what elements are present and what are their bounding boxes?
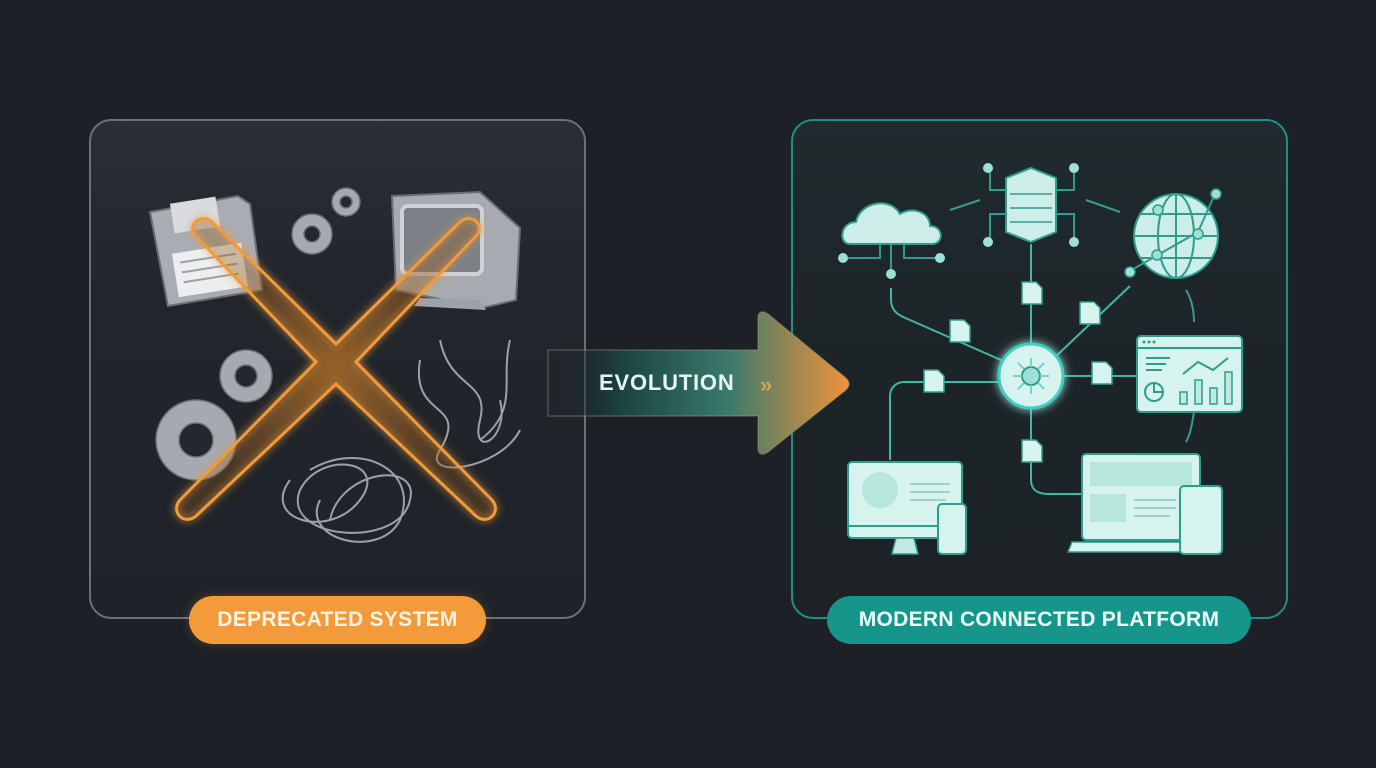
desktop-and-phone-icon — [847, 461, 967, 555]
server-stack-icon — [983, 163, 1079, 247]
evolution-label: EVOLUTION — [599, 370, 735, 395]
deprecated-system-badge: DEPRECATED SYSTEM — [189, 596, 486, 644]
data-document-icons — [923, 281, 1113, 463]
cloud-icon — [838, 202, 945, 279]
modern-platform-badge: MODERN CONNECTED PLATFORM — [827, 596, 1251, 644]
laptop-and-tablet-icon — [1066, 453, 1223, 555]
chevrons-icon: » — [760, 372, 772, 397]
evolution-arrow: » — [547, 311, 850, 455]
gears-icon — [155, 187, 361, 481]
central-hub-icon — [997, 342, 1065, 410]
cross-out-mark-icon — [175, 217, 497, 521]
globe-network-icon — [1124, 188, 1222, 279]
analytics-dashboard-icon — [1136, 335, 1243, 413]
network-connections — [889, 199, 1195, 495]
